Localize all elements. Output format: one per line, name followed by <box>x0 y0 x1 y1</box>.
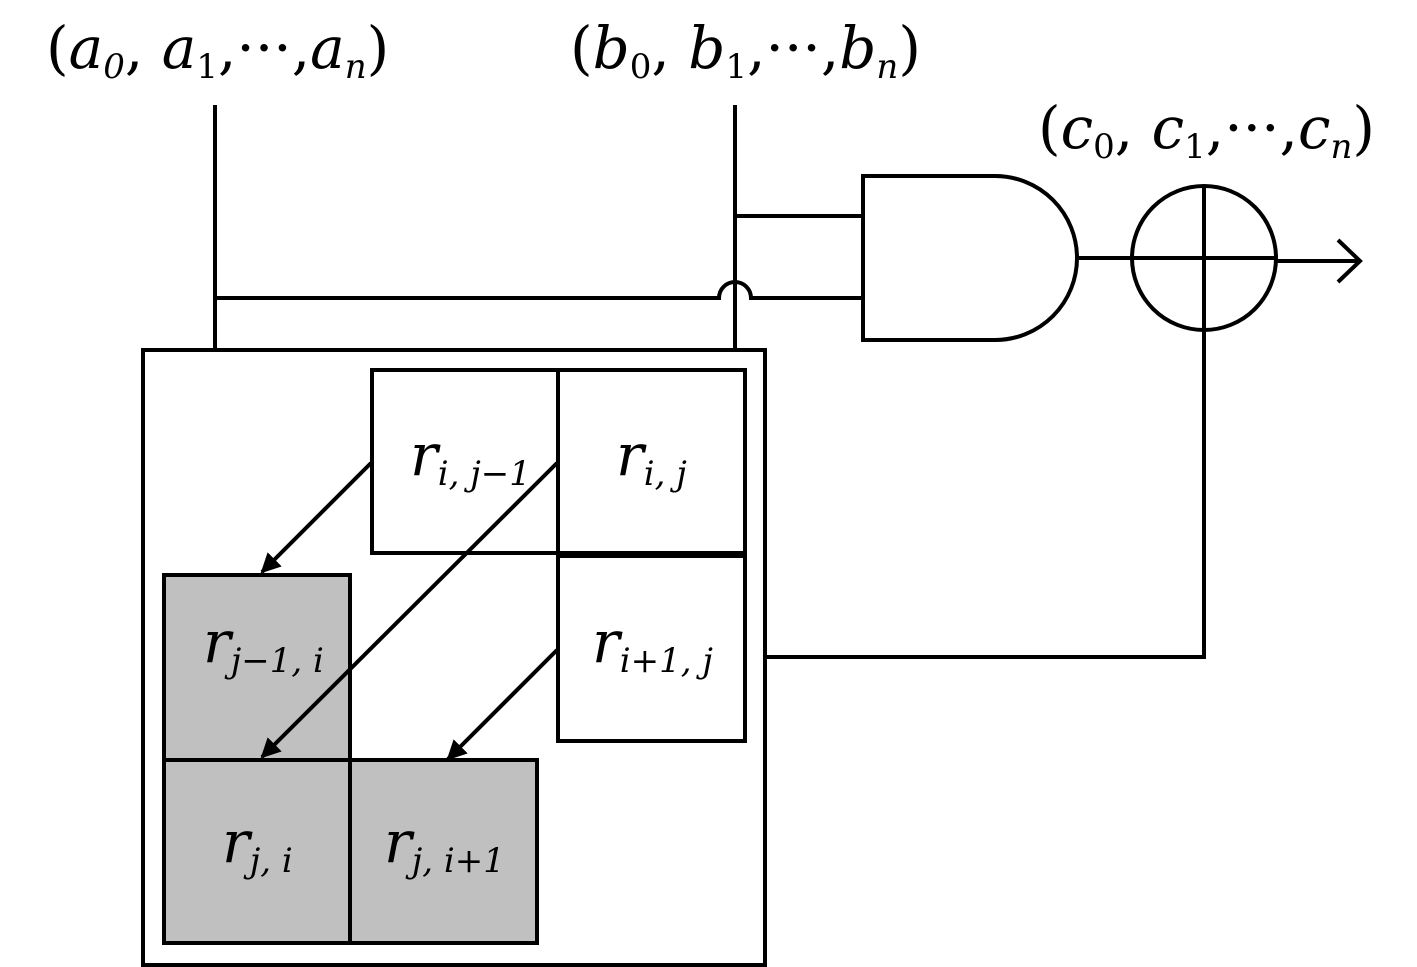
register-array-frame <box>141 348 767 967</box>
cell-r-j-ip1: rj, i+1 <box>348 758 539 945</box>
cell-r-i-j: ri, j <box>556 368 747 555</box>
cell-r-ip1-j: ri+1, j <box>556 554 747 743</box>
input-a-label: (a0, a1,···,an) <box>46 14 389 87</box>
cell-r-i-jm1: ri, j−1 <box>370 368 560 555</box>
wire-feedback-to-xor <box>766 330 1206 659</box>
svg-text:ri+1, j: ri+1, j <box>592 608 713 681</box>
input-b-label: (b0, b1,···,bn) <box>570 14 921 87</box>
output-c-label: (c0, c1,···,cn) <box>1038 94 1375 167</box>
and-gate-icon <box>861 174 1079 342</box>
arrow-r-ip1-j-to-r-j-ip1 <box>446 648 559 761</box>
arrow-r-i-jm1-to-r-jm1-i <box>260 461 373 574</box>
cell-r-jm1-i: rj−1, i <box>162 573 352 762</box>
svg-text:ri, j−1: ri, j−1 <box>410 421 531 494</box>
arrow-r-i-j-to-r-j-i <box>260 461 559 759</box>
svg-text:rj−1, i: rj−1, i <box>203 608 324 681</box>
wire-a-to-and <box>215 280 863 300</box>
cell-r-j-i: rj, i <box>162 758 352 945</box>
xor-circle-plus-icon <box>1130 184 1278 332</box>
svg-text:ri, j: ri, j <box>616 421 687 494</box>
output-arrow-icon <box>1336 238 1363 284</box>
svg-text:rj, i: rj, i <box>222 808 293 881</box>
svg-text:rj, i+1: rj, i+1 <box>384 808 505 881</box>
